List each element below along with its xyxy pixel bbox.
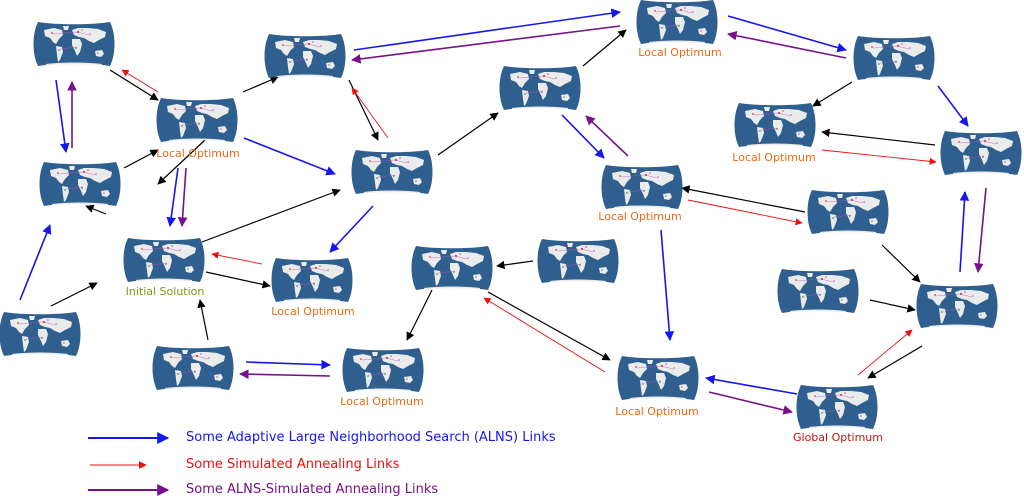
alns-link-arrow [329, 205, 374, 253]
local-optimum-label-5: Local Optimum [732, 151, 816, 164]
neighbor-link-arrow [406, 289, 433, 341]
world-map-node [617, 355, 699, 401]
world-map-node [537, 238, 619, 284]
global-optimum-label: Global Optimum [793, 431, 883, 444]
neighbor-link-arrow [123, 149, 159, 169]
neighbor-link-arrow [821, 128, 936, 146]
sa-link-arrow [351, 87, 389, 139]
neighbor-link-arrow [157, 139, 206, 185]
sa-link-arrow [121, 69, 159, 93]
sa-link-arrow [211, 251, 263, 265]
neighbor-link-arrow [348, 79, 379, 141]
neighbor-link-arrow [109, 69, 159, 101]
world-map-node [807, 189, 889, 235]
local-optimum-label-7: Local Optimum [615, 405, 699, 418]
alns-sa-link-arrow [177, 167, 188, 227]
world-map-node [342, 347, 424, 393]
world-map-node [796, 384, 878, 430]
world-map-node [777, 268, 859, 314]
neighbor-link-arrow [50, 282, 98, 307]
local-optimum-label-4: Local Optimum [638, 46, 722, 59]
neighbor-link-arrow [197, 299, 209, 341]
alns-link-arrow [243, 137, 336, 176]
world-map-node [940, 130, 1022, 176]
alns-link-arrow [353, 8, 621, 51]
world-map-node [734, 102, 816, 148]
neighbor-link-arrow [201, 188, 341, 243]
world-map-node [39, 161, 121, 207]
alns-sa-link-arrow [351, 25, 621, 64]
neighbor-link-arrow [242, 76, 279, 93]
neighbor-link-arrow [85, 204, 107, 215]
neighbor-link-arrow [869, 299, 916, 313]
world-map-node [264, 33, 346, 79]
sa-link-arrow [687, 199, 803, 226]
sa-link-arrow [483, 297, 606, 373]
alns-link-arrow [561, 114, 605, 159]
world-map-node [499, 65, 581, 111]
neighbor-link-arrow [881, 244, 921, 283]
legend-sa-text: Some Simulated Annealing Links [186, 457, 400, 472]
alns-sa-link-arrow [974, 187, 987, 273]
world-map-node [411, 245, 493, 291]
local-optimum-label-3: Local Optimum [340, 395, 424, 408]
initial-solution-label: Initial Solution [125, 285, 205, 298]
alns-link-arrow [55, 79, 70, 153]
alns-link-arrow [245, 359, 331, 370]
alns-link-arrow [166, 167, 179, 227]
world-map-node [0, 311, 81, 357]
alns-link-arrow [705, 374, 798, 395]
world-map-node [271, 257, 353, 303]
sa-link-arrow [857, 329, 913, 376]
edges-layer [19, 8, 987, 415]
local-optimum-label-2: Local Optimum [271, 305, 355, 318]
legend-alns-sa-text: Some ALNS-Simulated Annealing Links [186, 482, 439, 497]
alns-link-arrow [959, 191, 970, 273]
local-optimum-label-1: Local Optimum [156, 147, 240, 160]
alns-link-arrow [727, 15, 847, 53]
alns-link-arrow [937, 85, 969, 127]
neighbor-link-arrow [812, 81, 853, 107]
world-map-node [351, 149, 433, 195]
neighbor-link-arrow [437, 112, 499, 156]
legend-alns-text: Some Adaptive Large Neighborhood Search … [186, 430, 556, 445]
world-map-node [123, 237, 205, 283]
alns-sa-link-arrow [708, 391, 793, 415]
sa-link-arrow [821, 149, 937, 165]
neighbor-link-arrow [205, 271, 271, 289]
world-map-node [636, 0, 718, 45]
world-map-node [916, 283, 998, 329]
alns-sa-link-arrow [239, 369, 331, 379]
world-map-node [33, 21, 115, 67]
world-map-node [601, 164, 683, 210]
neighbor-link-arrow [681, 185, 806, 213]
alns-link-arrow [660, 229, 675, 341]
neighbor-link-arrow [496, 260, 534, 270]
alns-sa-link-arrow [585, 115, 629, 157]
world-map-node [853, 35, 935, 81]
local-optimum-label-6: Local Optimum [598, 210, 682, 223]
neighbor-link-arrow [487, 291, 611, 361]
world-map-node [152, 345, 234, 391]
alns-sa-link-arrow [727, 31, 847, 59]
neighbor-link-arrow [582, 29, 627, 67]
world-map-node [156, 97, 238, 143]
nodes-layer [0, 0, 1022, 430]
alns-link-arrow [19, 224, 52, 301]
neighbor-link-arrow [867, 345, 923, 379]
